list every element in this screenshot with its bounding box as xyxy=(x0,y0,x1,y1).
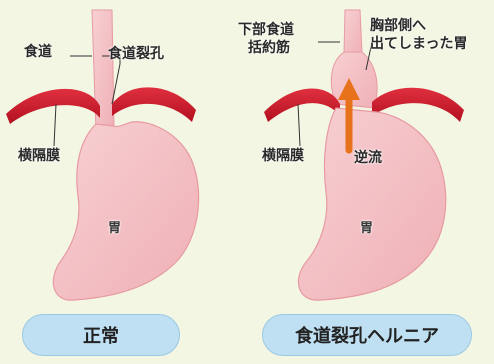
label-esophageal-hiatus: 食道裂孔 xyxy=(108,46,164,63)
label-reflux: 逆流 xyxy=(354,150,382,167)
hernia-diaphragm-left xyxy=(264,88,340,122)
hernia-esophagus xyxy=(344,10,362,54)
label-lower-sphincter-line2: 括約筋 xyxy=(248,40,290,57)
label-diaphragm-left: 横隔膜 xyxy=(18,148,60,165)
normal-diaphragm-right xyxy=(112,87,196,122)
label-herniated-line1: 胸部側へ xyxy=(370,18,426,35)
label-stomach-left: 胃 xyxy=(108,220,121,237)
label-esophagus: 食道 xyxy=(24,44,52,61)
caption-hiatal-hernia: 食道裂孔ヘルニア xyxy=(262,314,472,356)
label-diaphragm-right: 横隔膜 xyxy=(262,148,304,165)
label-herniated-line2: 出てしまった胃 xyxy=(370,36,467,53)
normal-esophagus xyxy=(92,10,114,132)
label-stomach-right: 胃 xyxy=(360,220,373,237)
normal-diaphragm xyxy=(6,89,100,124)
caption-normal: 正常 xyxy=(22,314,180,356)
label-lower-sphincter-line1: 下部食道 xyxy=(238,22,294,39)
normal-stomach xyxy=(53,122,198,300)
hernia-stomach xyxy=(298,108,445,300)
